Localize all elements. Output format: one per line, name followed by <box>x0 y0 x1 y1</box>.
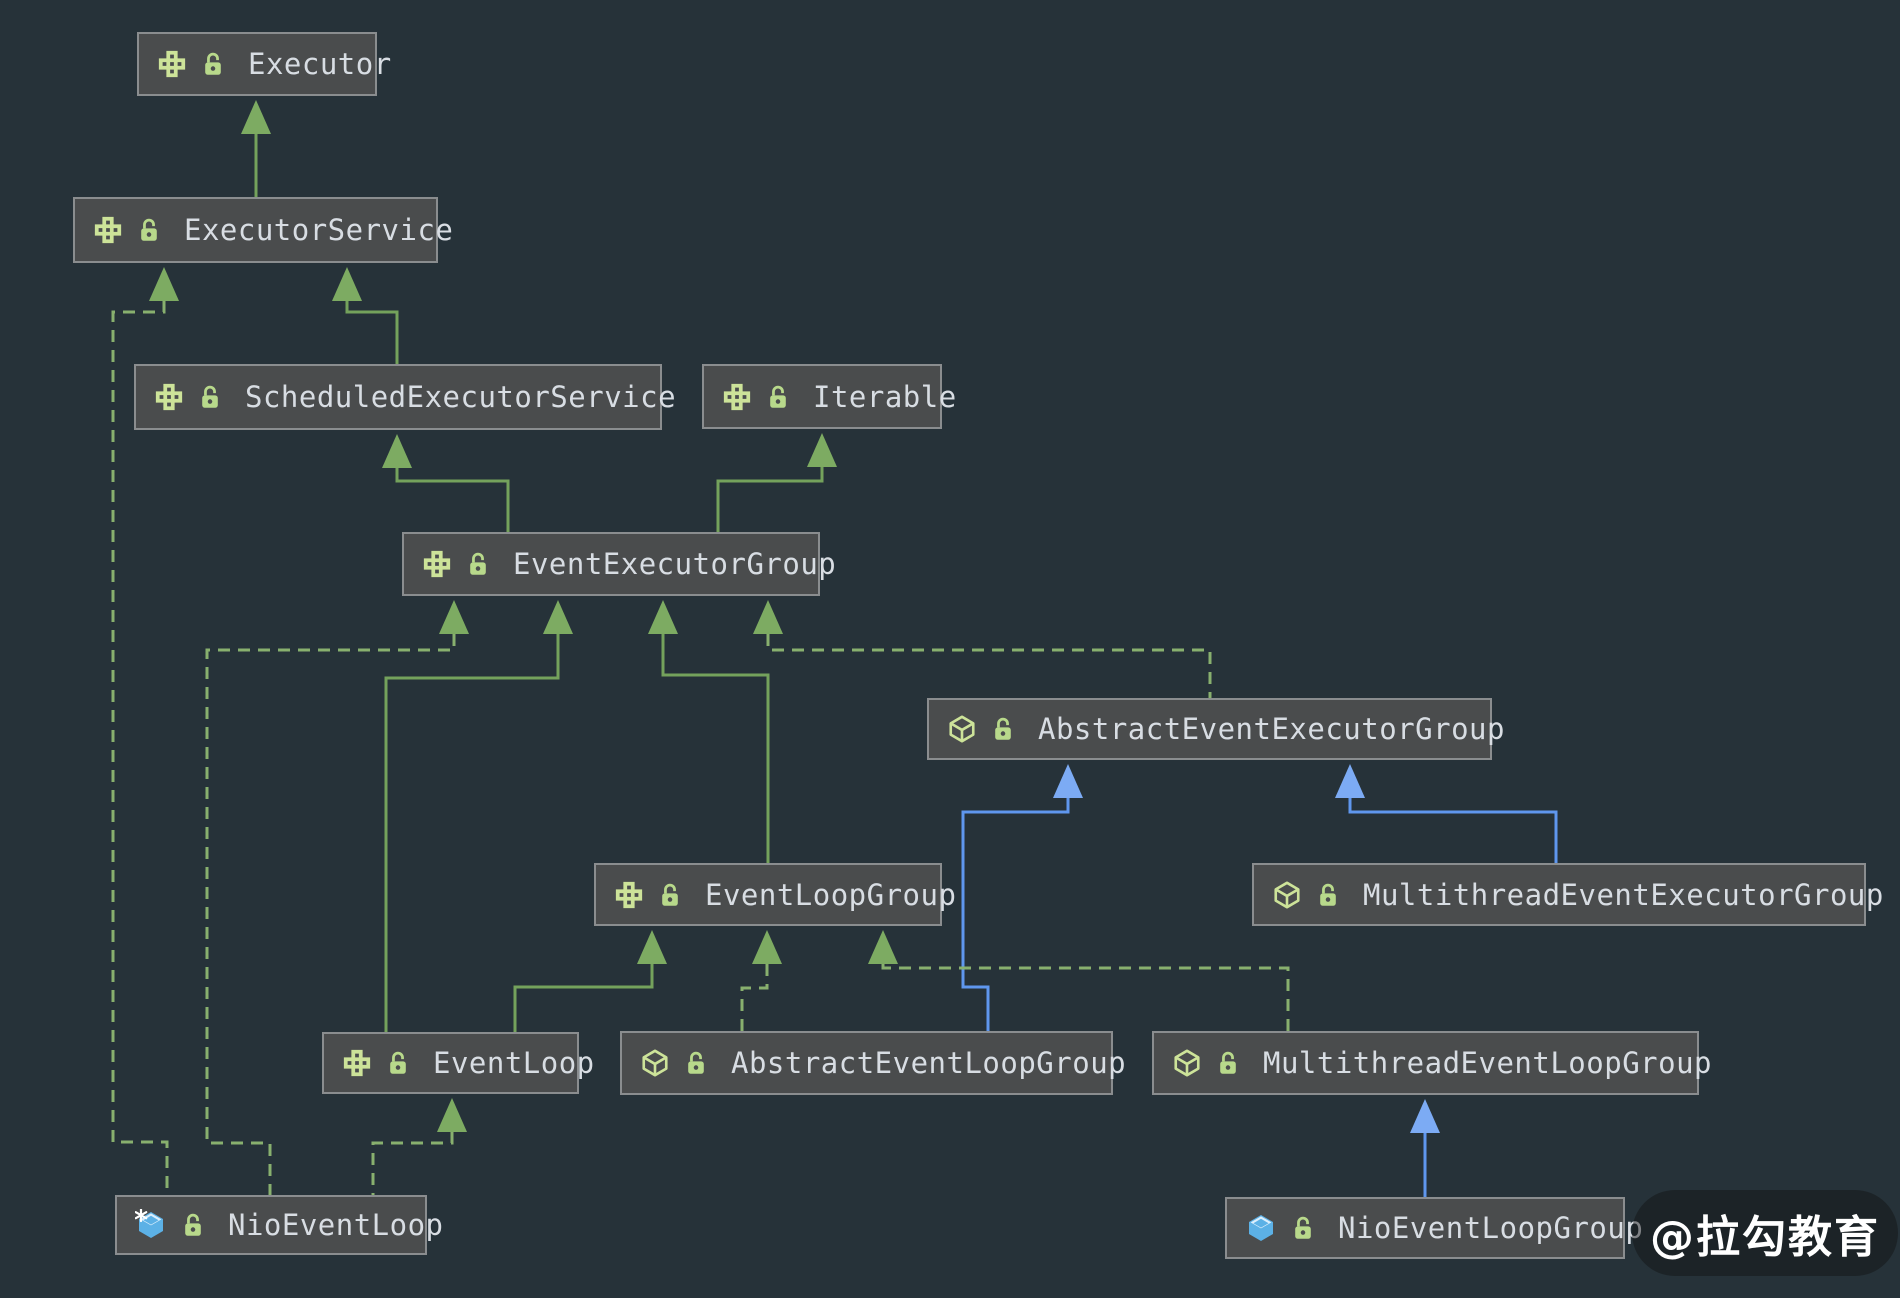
arrowhead-up-icon <box>637 930 667 964</box>
arrowhead-up-icon <box>753 600 783 634</box>
edge-nioeventloop-implements-executorservice <box>111 267 179 1195</box>
edge-abstracteventloopgroup-implements-eventloopgroup <box>740 930 782 1031</box>
arrowhead-up-icon <box>149 267 179 301</box>
class-name-label: EventLoop <box>433 1046 595 1080</box>
open-lock-icon <box>683 1050 709 1076</box>
open-lock-icon <box>1315 882 1341 908</box>
open-lock-icon <box>765 384 791 410</box>
edge-multithreadeventexecutorgroup-extends-abstracteventexecutorgroup <box>1335 764 1558 863</box>
open-lock-icon <box>657 882 683 908</box>
arrowhead-up-icon <box>332 267 362 301</box>
class-name-label: AbstractEventLoopGroup <box>731 1046 1127 1080</box>
nio-class-icon <box>1245 1212 1277 1244</box>
edge-abstracteventloopgroup-extends-abstracteventexecutorgroup <box>961 764 1083 1031</box>
interface-icon <box>154 382 184 412</box>
edge-nioeventloop-implements-eventexecutorgroup <box>205 600 469 1195</box>
class-icon <box>1272 880 1302 910</box>
class-name-label: ScheduledExecutorService <box>245 380 677 414</box>
arrowhead-up-icon <box>1335 764 1365 798</box>
open-lock-icon <box>465 551 491 577</box>
class-name-label: EventExecutorGroup <box>513 547 837 581</box>
interface-icon <box>93 215 123 245</box>
class-node-multithread-event-loop-group[interactable]: MultithreadEventLoopGroup <box>1152 1031 1712 1095</box>
class-name-label: EventLoopGroup <box>705 877 957 912</box>
class-node-executor[interactable]: Executor <box>137 32 391 96</box>
interface-icon <box>422 549 452 579</box>
arrowhead-up-icon <box>437 1098 467 1132</box>
class-name-label: MultithreadEventExecutorGroup <box>1363 877 1884 912</box>
arrowhead-up-icon <box>439 600 469 634</box>
edge-abstracteventexecutorgroup-implements-eventexecutorgroup <box>753 600 1212 698</box>
class-node-abstract-event-loop-group[interactable]: AbstractEventLoopGroup <box>620 1031 1126 1095</box>
arrowhead-up-icon <box>1410 1099 1440 1133</box>
arrowhead-up-icon <box>543 600 573 634</box>
class-node-event-executor-group[interactable]: EventExecutorGroup <box>402 532 836 596</box>
class-icon <box>640 1048 670 1078</box>
open-lock-icon <box>180 1212 206 1238</box>
class-name-label: NioEventLoop <box>228 1208 444 1242</box>
edge-eventexecutorgroup-extends-scheduledexecutorservice <box>382 434 510 532</box>
interface-icon <box>342 1048 372 1078</box>
open-lock-icon <box>136 217 162 243</box>
class-node-event-loop-group[interactable]: EventLoopGroup <box>594 863 956 926</box>
arrowhead-up-icon <box>752 930 782 964</box>
open-lock-icon <box>1215 1050 1241 1076</box>
edge-eventexecutorgroup-extends-iterable <box>716 433 837 532</box>
class-node-abstract-event-executor-group[interactable]: AbstractEventExecutorGroup <box>927 698 1504 760</box>
open-lock-icon <box>197 384 223 410</box>
open-lock-icon <box>200 51 226 77</box>
class-node-event-loop[interactable]: EventLoop <box>322 1032 594 1094</box>
class-name-label: MultithreadEventLoopGroup <box>1263 1046 1712 1080</box>
class-node-multithread-event-executor-group[interactable]: MultithreadEventExecutorGroup <box>1252 863 1883 926</box>
open-lock-icon <box>990 716 1016 742</box>
interface-icon <box>722 382 752 412</box>
arrowhead-up-icon <box>648 600 678 634</box>
arrowhead-up-icon <box>382 434 412 468</box>
open-lock-icon <box>385 1050 411 1076</box>
open-lock-icon <box>1290 1215 1316 1241</box>
class-name-label: ExecutorService <box>184 213 454 247</box>
arrowhead-up-icon <box>807 433 837 467</box>
watermark-text: @拉勾教育 <box>1650 1212 1880 1263</box>
class-icon <box>1172 1048 1202 1078</box>
nio-class-final-icon <box>135 1209 167 1241</box>
class-node-iterable[interactable]: Iterable <box>702 364 956 429</box>
edge-eventloop-extends-eventexecutorgroup <box>384 600 573 1032</box>
final-snowflake-mark <box>135 1209 148 1223</box>
edge-nioeventloopgroup-extends-multithreadeventloopgroup <box>1410 1099 1440 1197</box>
edge-scheduledexecutorservice-extends-executorservice <box>332 267 399 364</box>
edge-multithreadeventloopgroup-implements-eventloopgroup <box>868 930 1290 1031</box>
arrowhead-up-icon <box>1053 764 1083 798</box>
arrowhead-up-icon <box>868 930 898 964</box>
class-node-nio-event-loop[interactable]: NioEventLoop <box>115 1195 443 1255</box>
class-name-label: AbstractEventExecutorGroup <box>1038 712 1505 746</box>
arrowhead-up-icon <box>241 100 271 134</box>
edge-nioeventloop-implements-eventloop <box>371 1098 467 1195</box>
interface-icon <box>157 49 187 79</box>
edge-executorservice-extends-executor <box>241 100 271 197</box>
interface-icon <box>614 880 644 910</box>
class-icon <box>947 714 977 744</box>
class-name-label: Iterable <box>813 379 957 414</box>
edge-eventloop-extends-eventloopgroup <box>513 930 667 1032</box>
class-name-label: NioEventLoopGroup <box>1338 1211 1644 1245</box>
class-node-executor-service[interactable]: ExecutorService <box>73 197 453 263</box>
class-name-label: Executor <box>248 47 392 81</box>
class-node-scheduled-executor-service[interactable]: ScheduledExecutorService <box>134 364 676 430</box>
edge-eventloopgroup-extends-eventexecutorgroup <box>648 600 770 863</box>
class-node-nio-event-loop-group[interactable]: NioEventLoopGroup <box>1225 1197 1643 1259</box>
watermark-badge: @拉勾教育 <box>1632 1190 1898 1276</box>
